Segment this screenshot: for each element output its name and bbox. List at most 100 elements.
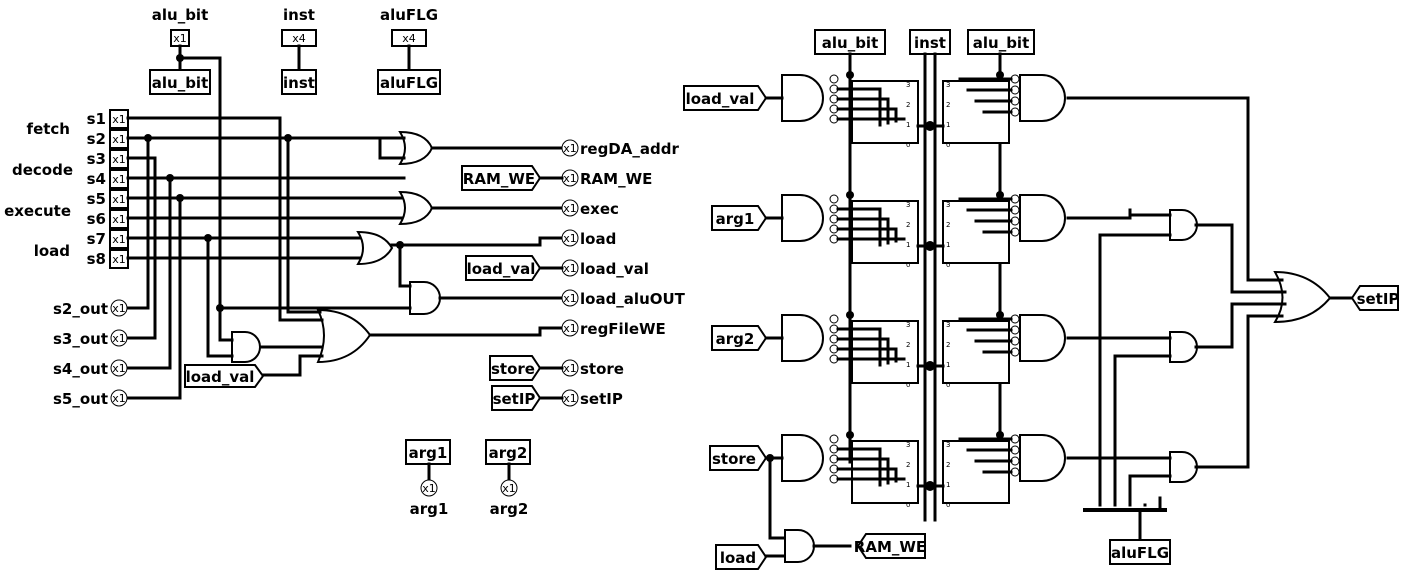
left-output-pins: s2_out s3_out s4_out s5_out x1 x1 x1 x1 [53, 299, 128, 408]
right-idx-row-3-0: 3 [946, 441, 950, 449]
out-setip-width: x1 [563, 392, 577, 405]
aluflg-splitter: 3 2 1 0 aluFLG [1083, 496, 1171, 565]
right-junction-row-3 [996, 431, 1004, 439]
left-and-gate-row-0 [781, 74, 824, 122]
aluflg-tunnel-label: aluFLG [380, 74, 438, 92]
left-idx-row-3-1: 2 [906, 461, 910, 469]
and-gate-load-val [231, 331, 261, 363]
arg2-tunnel-label: arg2 [489, 444, 528, 462]
arg-tunnels: arg1 x1 arg1 arg2 x1 arg2 [405, 439, 531, 518]
dec-top-alu-bit-right: alu_bit [973, 34, 1030, 52]
right-idx-row-3-3: 0 [946, 501, 950, 509]
or-gate-regda [398, 130, 434, 166]
state-pin-s6-label: s6 [87, 210, 106, 228]
row-input-store: store [712, 450, 756, 468]
state-pins: s1 s2 s3 s4 s5 s6 s7 s8 x1 x1 x1 x1 x1 x… [87, 109, 129, 269]
right-and-gate-row-2 [1019, 314, 1066, 362]
and-gate-load-aluout [409, 281, 441, 315]
state-pin-s2-label: s2 [87, 130, 106, 148]
out-loadaluout-width: x1 [563, 292, 577, 305]
out-loadaluout-label: load_aluOUT [580, 290, 686, 308]
state-pin-s7-label: s7 [87, 230, 106, 248]
row-input-load-val: load_val [686, 90, 755, 108]
split-idx-1: 1 [1128, 508, 1136, 512]
group-label-fetch: fetch [27, 120, 70, 138]
inst-title: inst [283, 6, 315, 24]
out-ramwe-label: RAM_WE [580, 170, 652, 188]
left-idx-row-0-0: 3 [906, 81, 910, 89]
left-bitbox-row-3 [851, 440, 919, 504]
out-loadval-width: x1 [563, 262, 577, 275]
out-store-width: x1 [563, 362, 577, 375]
decoder-row-inputs: load_val arg1 arg2 store [683, 85, 787, 540]
inst-width: x4 [292, 32, 306, 45]
alu-bit-title: alu_bit [152, 6, 209, 24]
right-and-gate-row-0 [1019, 74, 1066, 122]
inst-tunnel-group: inst x4 inst [281, 6, 317, 95]
inst-tunnel-label: inst [283, 74, 315, 92]
alu-bit-tunnel-group: alu_bit x1 alu_bit [149, 6, 211, 95]
or-gate-regfilewe [316, 308, 372, 364]
or-gate-load [356, 230, 394, 266]
left-idx-row-3-2: 1 [906, 481, 910, 489]
out-regda-label: regDA_addr [580, 140, 679, 158]
left-and-gate-row-2 [781, 314, 824, 362]
out-regfilewe-width: x1 [563, 322, 577, 335]
split-idx-3: 3 [1098, 508, 1106, 512]
out-load-width: x1 [563, 232, 577, 245]
load-val-tunnel-left: load_val [184, 364, 265, 388]
source-tunnels: RAM_WE load_val store setIP [461, 165, 564, 411]
right-idx-row-0-0: 3 [946, 81, 950, 89]
left-idx-row-0-2: 1 [906, 121, 910, 129]
right-idx-row-3-1: 2 [946, 461, 950, 469]
output-s4-out-width: x1 [112, 362, 126, 375]
state-pin-s3-label: s3 [87, 150, 106, 168]
state-pin-s6-width: x1 [112, 213, 126, 226]
left-and-gate-row-3 [781, 434, 824, 482]
right-junction-row-0 [996, 71, 1004, 79]
flag-and-gates [1169, 209, 1332, 483]
out-ramwe-width: x1 [563, 172, 577, 185]
row-input-arg2: arg2 [716, 330, 755, 348]
state-pin-s8-width: x1 [112, 253, 126, 266]
right-and-gate-row-1 [1019, 194, 1066, 242]
bottom-load-gate: load RAM_WE [715, 529, 926, 570]
right-output-pins: x1 regDA_addr x1 RAM_WE x1 exec x1 load … [561, 139, 686, 408]
group-label-execute: execute [4, 202, 71, 220]
right-idx-row-1-0: 3 [946, 201, 950, 209]
aluflg-title: aluFLG [380, 6, 438, 24]
left-idx-row-3-3: 0 [906, 501, 910, 509]
group-label-load: load [34, 242, 70, 260]
or-gate-exec [398, 190, 434, 226]
output-s3-out-width: x1 [112, 332, 126, 345]
split-idx-2: 2 [1113, 508, 1121, 512]
out-regda-width: x1 [563, 142, 577, 155]
dec-top-inst: inst [914, 34, 946, 52]
left-idx-row-1-1: 2 [906, 221, 910, 229]
aluflg-bottom-label: aluFLG [1111, 544, 1169, 562]
left-idx-row-0-1: 2 [906, 101, 910, 109]
output-s3-out-label: s3_out [53, 330, 108, 348]
left-idx-row-2-1: 2 [906, 341, 910, 349]
arg1-width: x1 [422, 482, 436, 495]
output-s5-out-label: s5_out [53, 390, 108, 408]
right-idx-row-2-0: 3 [946, 321, 950, 329]
left-bitbox-row-1 [851, 200, 919, 264]
arg1-pin-label: arg1 [410, 500, 449, 518]
left-idx-row-1-0: 3 [906, 201, 910, 209]
group-label-decode: decode [12, 161, 73, 179]
right-idx-row-3-2: 1 [946, 481, 950, 489]
out-store-label: store [580, 360, 624, 378]
left-bitbox-row-2 [851, 320, 919, 384]
right-idx-row-0-1: 2 [946, 101, 950, 109]
left-idx-row-3-0: 3 [906, 441, 910, 449]
out-load-label: load [580, 230, 616, 248]
src-setip-label: setIP [493, 390, 536, 408]
right-junction-row-2 [996, 311, 1004, 319]
right-idx-row-1-1: 2 [946, 221, 950, 229]
output-s2-out-width: x1 [112, 302, 126, 315]
state-pin-s5-label: s5 [87, 190, 106, 208]
alu-bit-width: x1 [173, 32, 187, 45]
left-bubble-row-3-0 [829, 434, 839, 444]
